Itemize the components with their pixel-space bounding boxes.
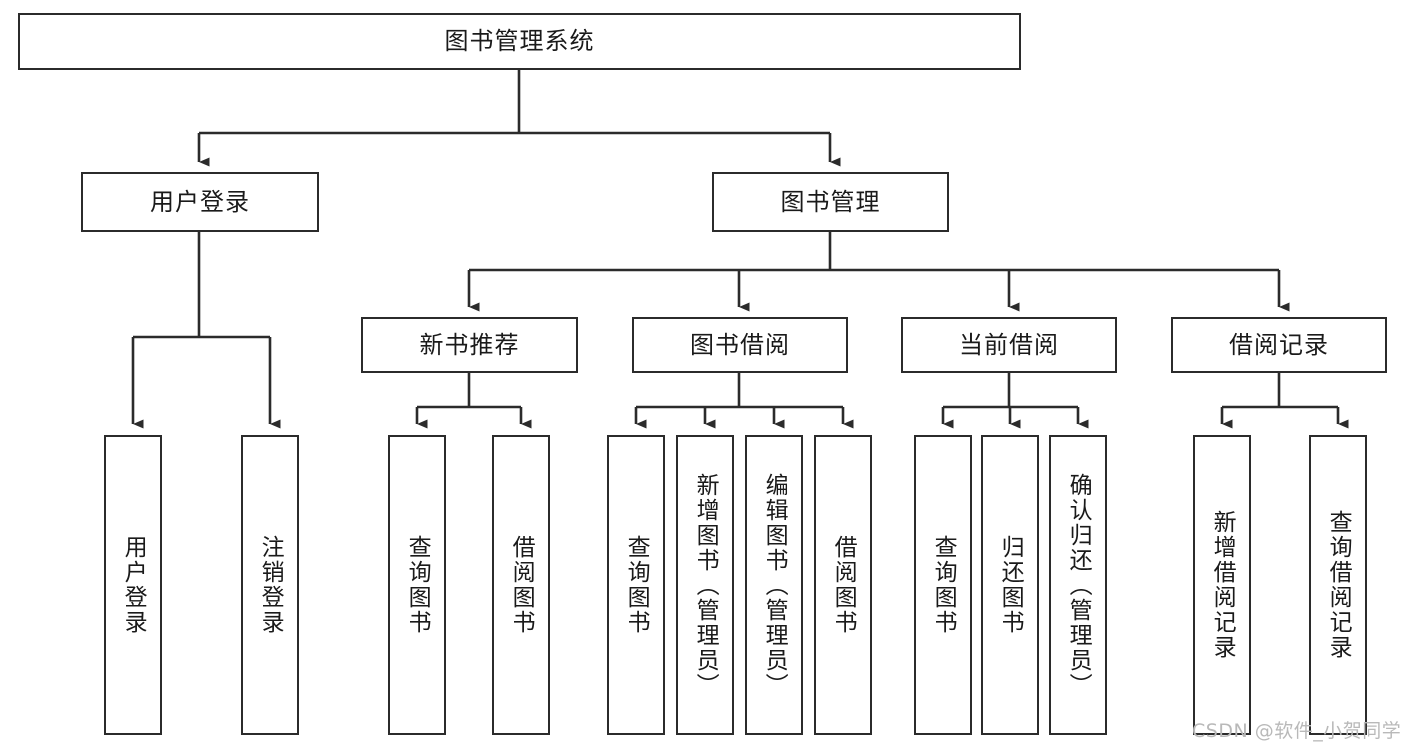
connector-userlogin-to-leaves: [131, 232, 281, 429]
node-book-management-label: 图书管理: [780, 187, 881, 216]
connector-root-to-level2: [197, 70, 841, 167]
connector-bookborrow-to-leaves: [634, 373, 854, 429]
leaf-user-login-logout[interactable]: 注销登录: [241, 435, 299, 735]
csdn-watermark: CSDN @软件_小贺同学: [1192, 720, 1402, 742]
node-new-book-recommend-label: 新书推荐: [419, 330, 520, 359]
leaf-new-book-query[interactable]: 查询图书: [388, 435, 446, 735]
node-book-borrow[interactable]: 图书借阅: [632, 317, 848, 373]
leaf-current-borrow-return[interactable]: 归还图书: [981, 435, 1039, 735]
leaf-book-borrow-add[interactable]: 新增图书（管理员）: [676, 435, 734, 735]
leaf-borrow-record-add[interactable]: 新增借阅记录: [1193, 435, 1251, 735]
node-current-borrow[interactable]: 当前借阅: [901, 317, 1117, 373]
leaf-user-login-login[interactable]: 用户登录: [104, 435, 162, 735]
node-book-management[interactable]: 图书管理: [712, 172, 949, 232]
leaf-label: 新增借阅记录: [1209, 510, 1236, 660]
leaf-current-borrow-confirm[interactable]: 确认归还（管理员）: [1049, 435, 1107, 735]
node-borrow-record-label: 借阅记录: [1229, 330, 1329, 359]
leaf-label: 确认归还（管理员）: [1065, 472, 1092, 698]
node-user-login[interactable]: 用户登录: [81, 172, 319, 232]
node-book-borrow-label: 图书借阅: [690, 330, 790, 359]
leaf-current-borrow-query[interactable]: 查询图书: [914, 435, 972, 735]
node-root[interactable]: 图书管理系统: [18, 13, 1021, 70]
node-root-label: 图书管理系统: [444, 27, 595, 56]
leaf-label: 注销登录: [257, 535, 284, 635]
node-user-login-label: 用户登录: [150, 187, 250, 216]
leaf-label: 查询借阅记录: [1325, 510, 1352, 660]
leaf-label: 查询图书: [404, 535, 431, 635]
leaf-new-book-borrow[interactable]: 借阅图书: [492, 435, 550, 735]
leaf-borrow-record-query[interactable]: 查询借阅记录: [1309, 435, 1367, 735]
leaf-book-borrow-query[interactable]: 查询图书: [607, 435, 665, 735]
connector-newbook-to-leaves: [415, 373, 532, 429]
node-current-borrow-label: 当前借阅: [959, 330, 1059, 359]
leaf-label: 查询图书: [623, 535, 650, 635]
leaf-label: 编辑图书（管理员）: [761, 472, 788, 698]
leaf-book-borrow-edit[interactable]: 编辑图书（管理员）: [745, 435, 803, 735]
leaf-label: 查询图书: [930, 535, 957, 635]
leaf-label: 借阅图书: [830, 535, 857, 635]
node-borrow-record[interactable]: 借阅记录: [1171, 317, 1387, 373]
leaf-book-borrow-borrow[interactable]: 借阅图书: [814, 435, 872, 735]
leaf-label: 新增图书（管理员）: [692, 472, 719, 698]
connector-bookmgmt-to-level3: [467, 232, 1290, 312]
connector-currentborrow-to-leaves: [941, 373, 1089, 429]
leaf-label: 用户登录: [120, 535, 147, 635]
node-new-book-recommend[interactable]: 新书推荐: [361, 317, 578, 373]
leaf-label: 借阅图书: [508, 535, 535, 635]
leaf-label: 归还图书: [997, 535, 1024, 635]
connector-borrowrecord-to-leaves: [1220, 373, 1349, 429]
